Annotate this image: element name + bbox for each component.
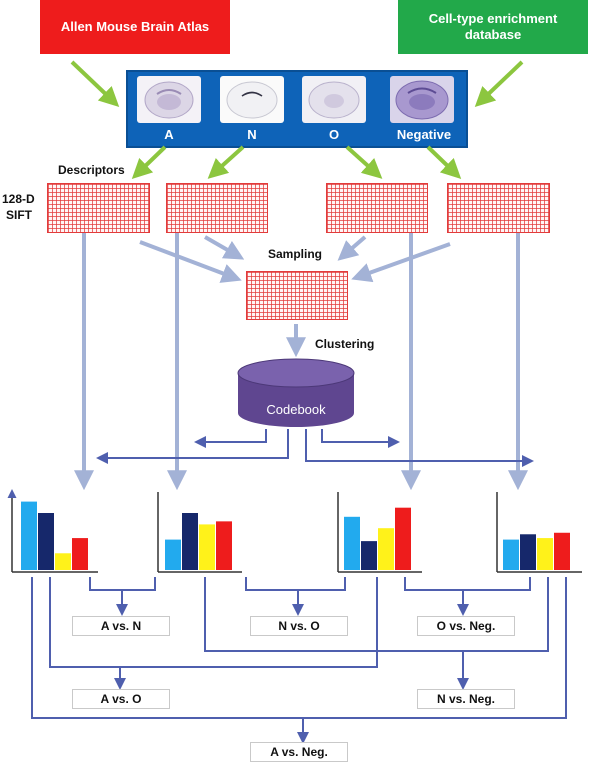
- allen-atlas-source-box: Allen Mouse Brain Atlas: [40, 0, 230, 54]
- histogram-n-bar-4: [216, 521, 232, 570]
- histogram-a-bar-4: [72, 538, 88, 570]
- histogram-o-bar-3: [378, 528, 394, 570]
- brain-thumbnail-a: [137, 76, 201, 123]
- lavender-arrow-a-to-sampling: [139, 240, 242, 283]
- descriptor-grid-a: [47, 183, 150, 233]
- brain-thumbnail-n: [220, 76, 284, 123]
- clustering-label: Clustering: [315, 337, 375, 351]
- brain-section-icon: [395, 80, 449, 120]
- sampling-grid: [246, 271, 348, 320]
- brain-section-icon: [308, 81, 360, 119]
- thumbnail-label-negative: Negative: [396, 127, 452, 142]
- histogram-negative-bar-2: [520, 534, 536, 570]
- brain-section-icon: [226, 81, 278, 119]
- brain-section-icon: [144, 81, 194, 119]
- histogram-negative-bar-3: [537, 538, 553, 570]
- histogram-a-bar-3: [55, 553, 71, 570]
- histogram-o-bar-1: [344, 516, 360, 570]
- sift-label-line1: 128-D: [2, 192, 35, 206]
- green-arrow-to-grid-o: [345, 145, 383, 179]
- lavender-arrow-negative-to-sampling: [351, 242, 451, 283]
- descriptors-label: Descriptors: [58, 163, 125, 177]
- sift-label-line2: SIFT: [6, 208, 32, 222]
- histogram-negative-bar-1: [503, 539, 519, 570]
- comparison-n-vs-o: N vs. O: [250, 616, 348, 636]
- codebook-label: Codebook: [266, 402, 326, 417]
- comparison-a-vs-n: A vs. N: [72, 616, 170, 636]
- histogram-a-bar-2: [38, 513, 54, 570]
- green-arrow-to-grid-a: [131, 145, 167, 179]
- green-arrow-allen: [70, 60, 120, 107]
- descriptor-grid-negative: [447, 183, 550, 233]
- comparison-a-vs-o: A vs. O: [72, 689, 170, 709]
- histogram-n-bar-3: [199, 524, 215, 570]
- histogram-o-bar-2: [361, 541, 377, 570]
- sampling-label: Sampling: [268, 247, 323, 261]
- allen-atlas-label: Allen Mouse Brain Atlas: [60, 18, 210, 34]
- comparison-o-vs-neg: O vs. Neg.: [417, 616, 515, 636]
- celltype-database-label-line2: database: [464, 27, 522, 42]
- lavender-arrow-n-to-sampling: [204, 235, 245, 260]
- codebook-cylinder: [237, 358, 355, 427]
- histogram-axes: [7, 489, 582, 573]
- histogram-bars: [21, 501, 570, 570]
- comparison-a-vs-neg: A vs. Neg.: [250, 742, 348, 762]
- codebook-connector-left-inner: [194, 429, 267, 448]
- comparison-n-vs-neg: N vs. Neg.: [417, 689, 515, 709]
- histogram-a-bar-1: [21, 501, 37, 570]
- thumbnail-label-o: O: [328, 127, 340, 142]
- brain-thumbnail-o: [302, 76, 366, 123]
- celltype-database-label-line1: Cell-type enrichment: [428, 10, 558, 26]
- thumbnail-label-n: N: [247, 127, 257, 142]
- codebook-connector-right-inner: [321, 429, 400, 448]
- histogram-n-bar-1: [165, 539, 181, 570]
- lavender-arrow-o-to-sampling: [337, 235, 367, 261]
- green-arrow-celltype: [474, 60, 524, 107]
- green-arrow-to-grid-negative: [426, 145, 462, 179]
- descriptor-grid-o: [326, 183, 428, 233]
- thumbnail-label-a: A: [164, 127, 174, 142]
- histogram-n-bar-2: [182, 513, 198, 570]
- codebook-connector-right-outer: [305, 429, 534, 467]
- green-arrow-to-grid-n: [207, 145, 245, 179]
- brain-thumbnail-negative: [390, 76, 454, 123]
- descriptor-grid-n: [166, 183, 268, 233]
- celltype-database-source-box: Cell-type enrichment database: [398, 0, 588, 54]
- comparison-connectors: [31, 577, 567, 744]
- codebook-connector-left-outer: [96, 429, 289, 464]
- histogram-o-bar-4: [395, 507, 411, 570]
- histogram-negative-bar-4: [554, 532, 570, 570]
